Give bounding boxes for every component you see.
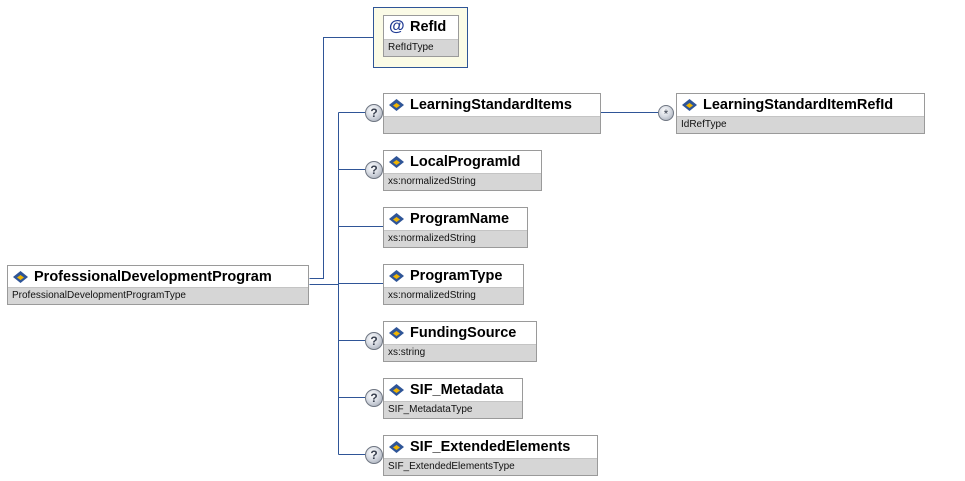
element-type: xs:normalizedString <box>384 230 527 247</box>
element-name: LearningStandardItemRefId <box>703 97 894 113</box>
question-mark-icon: ? <box>365 389 383 407</box>
element-type <box>384 116 600 133</box>
element-type: xs:string <box>384 344 536 361</box>
at-sign-icon: @ <box>389 18 405 35</box>
root-element-name: ProfessionalDevelopmentProgram <box>34 269 272 285</box>
element-icon <box>682 99 697 111</box>
element-type: SIF_MetadataType <box>384 401 522 418</box>
root-element[interactable]: ProfessionalDevelopmentProgram Professio… <box>7 265 309 305</box>
attribute-refid[interactable]: @ RefId RefIdType <box>383 15 459 57</box>
element-learning-standard-item-ref-id[interactable]: LearningStandardItemRefId IdRefType <box>676 93 925 134</box>
element-type: IdRefType <box>677 116 924 133</box>
connector-root-attribute <box>309 37 373 279</box>
element-sif-extended-elements[interactable]: SIF_ExtendedElements SIF_ExtendedElement… <box>383 435 598 476</box>
attribute-type: RefIdType <box>384 39 458 56</box>
element-name: SIF_Metadata <box>410 382 504 398</box>
element-funding-source[interactable]: FundingSource xs:string <box>383 321 537 362</box>
question-mark-icon: ? <box>365 332 383 350</box>
element-name: ProgramName <box>410 211 510 227</box>
question-mark-icon: ? <box>365 161 383 179</box>
root-element-type: ProfessionalDevelopmentProgramType <box>8 287 308 304</box>
element-name: LearningStandardItems <box>410 97 572 113</box>
element-name: ProgramType <box>410 268 503 284</box>
element-name: FundingSource <box>410 325 517 341</box>
element-type: SIF_ExtendedElementsType <box>384 458 597 475</box>
element-name: SIF_ExtendedElements <box>410 439 571 455</box>
element-icon <box>389 213 404 225</box>
attribute-name: RefId <box>410 19 447 35</box>
element-icon <box>389 270 404 282</box>
element-icon <box>389 441 404 453</box>
question-mark-icon: ? <box>365 446 383 464</box>
element-icon <box>389 99 404 111</box>
element-icon <box>13 271 28 283</box>
element-local-program-id[interactable]: LocalProgramId xs:normalizedString <box>383 150 542 191</box>
element-type: xs:normalizedString <box>384 173 541 190</box>
element-icon <box>389 327 404 339</box>
element-sif-metadata[interactable]: SIF_Metadata SIF_MetadataType <box>383 378 523 419</box>
element-icon <box>389 156 404 168</box>
asterisk-icon: * <box>658 105 674 121</box>
element-type: xs:normalizedString <box>384 287 523 304</box>
element-name: LocalProgramId <box>410 154 521 170</box>
element-icon <box>389 384 404 396</box>
element-learning-standard-items[interactable]: LearningStandardItems <box>383 93 601 134</box>
question-mark-icon: ? <box>365 104 383 122</box>
element-program-name[interactable]: ProgramName xs:normalizedString <box>383 207 528 248</box>
element-program-type[interactable]: ProgramType xs:normalizedString <box>383 264 524 305</box>
